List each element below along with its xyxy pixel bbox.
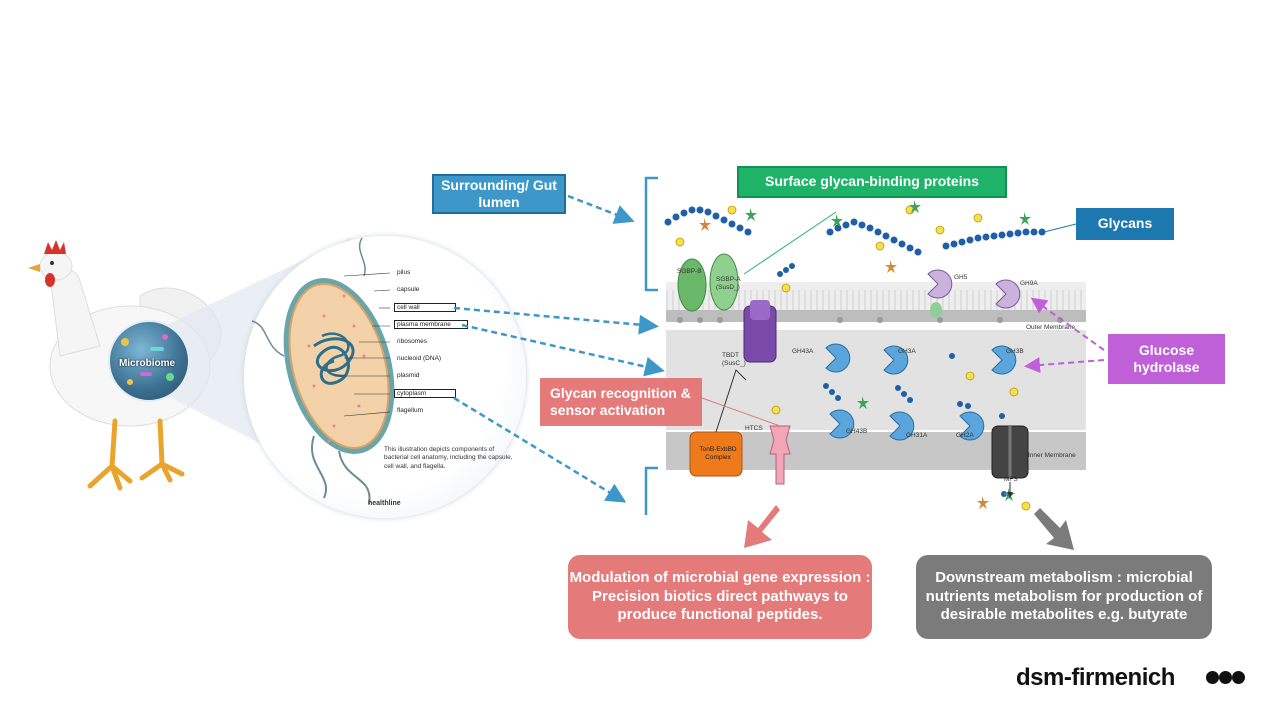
label-gh43a: GH43A xyxy=(792,348,814,355)
label-gh2a: GH2A xyxy=(956,432,974,439)
label-gh3b: GH3B xyxy=(1006,348,1024,355)
cell-caption: This illustration depicts components of … xyxy=(384,446,513,470)
callout-glucose-hydrolase: Glucose hydrolase xyxy=(1108,334,1225,384)
label-sgbp-b: SGBP-B xyxy=(677,268,702,275)
bacterial-cell-illustration xyxy=(251,237,395,505)
cell-label-plasma-membrane: plasma membrane xyxy=(394,320,468,329)
cell-label-flagellum: flagellum xyxy=(397,407,424,414)
label-tbdt: TBDT (SusC_) xyxy=(722,352,746,367)
label-inner-membrane: Inner Membrane xyxy=(1028,452,1076,459)
cell-label-capsule: capsule xyxy=(397,286,420,293)
label-tonb-complex: TonB-ExbBD Complex xyxy=(699,446,737,461)
callout-downstream-metabolism: Downstream metabolism : microbial nutrie… xyxy=(916,555,1212,639)
callout-surface-glycan-binding: Surface glycan-binding proteins xyxy=(737,166,1007,198)
label-gh5: GH5 xyxy=(954,274,968,281)
cell-label-nucleoid: nucleoid (DNA) xyxy=(397,355,442,362)
callout-surrounding-gut-lumen: Surrounding/ Gut lumen xyxy=(432,174,566,214)
membrane-diagram xyxy=(644,176,1086,515)
label-sgbp-a: SGBP-A (SusD_) xyxy=(716,276,741,291)
microbiome-label: Microbiome xyxy=(118,358,176,369)
cell-label-ribosomes: ribosomes xyxy=(397,338,427,345)
label-gh43b: GH43B xyxy=(846,428,868,435)
brand-logo-text: dsm-firmenich xyxy=(1016,664,1175,691)
cell-label-plasmid: plasmid xyxy=(397,372,420,379)
label-gh9a: GH9A xyxy=(1020,280,1038,287)
label-mfs: MFS xyxy=(1004,476,1018,483)
label-gh3a: GH3A xyxy=(898,348,916,355)
callout-glycans: Glycans xyxy=(1076,208,1174,240)
label-outer-membrane: Outer Membrane xyxy=(1026,324,1076,331)
label-gh31a: GH31A xyxy=(906,432,928,439)
cell-label-cytoplasm: cytoplasm xyxy=(394,389,456,398)
microbiome-circle xyxy=(108,320,190,402)
source-credit: healthline xyxy=(368,500,401,507)
callout-glycan-recognition: Glycan recognition & sensor activation xyxy=(540,378,702,426)
cell-label-pilus: pilus xyxy=(397,269,411,276)
label-htcs: HTCS xyxy=(745,425,763,432)
callout-gene-expression-modulation: Modulation of microbial gene expression … xyxy=(568,555,872,639)
brand-logo-dots xyxy=(1206,671,1245,689)
